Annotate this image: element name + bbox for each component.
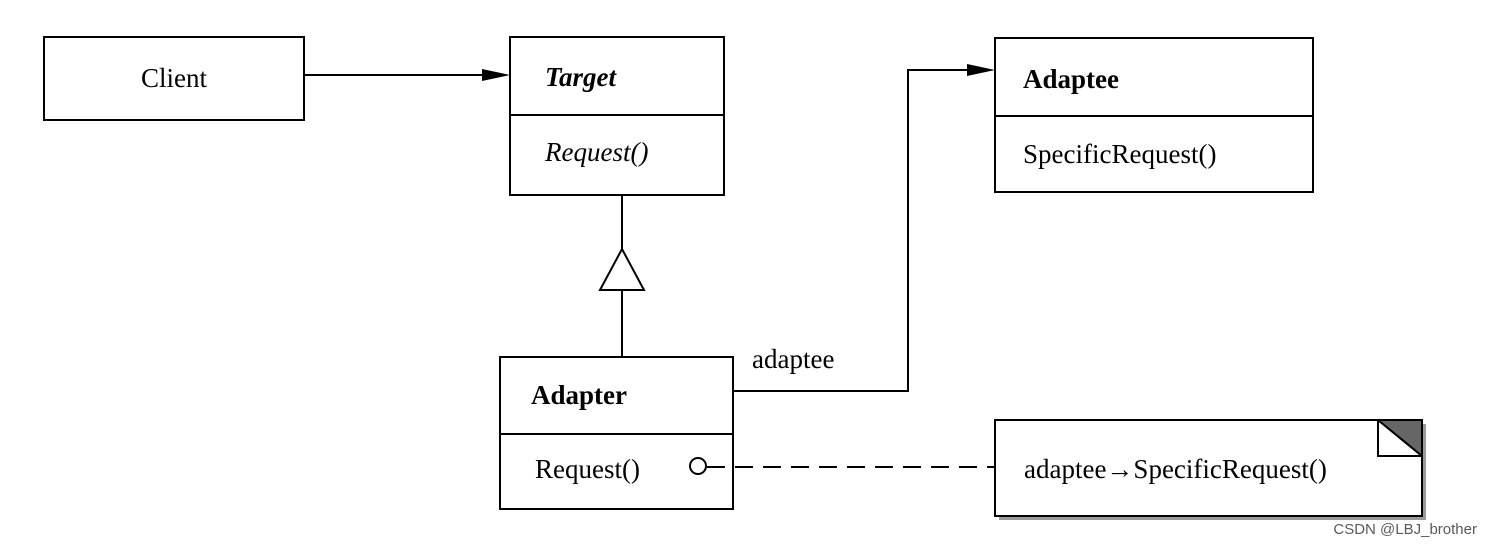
generalization-triangle <box>598 246 646 291</box>
note-text: adaptee→SpecificRequest() <box>1024 454 1327 484</box>
adaptee-class-operation: SpecificRequest() <box>1023 139 1216 169</box>
adapter-class-name: Adapter <box>531 380 627 410</box>
note-folded-corner <box>1375 419 1423 459</box>
adapter-class-operation: Request() <box>535 454 640 484</box>
client-target-arrowhead <box>482 69 510 81</box>
client-class: Client <box>43 36 305 121</box>
association-role-label: adaptee <box>752 344 834 374</box>
adaptee-class: Adaptee SpecificRequest() <box>994 37 1314 193</box>
watermark: CSDN @LBJ_brother <box>1333 521 1477 538</box>
target-class: Target Request() <box>509 36 725 196</box>
target-class-operation: Request() <box>544 137 648 167</box>
client-target-association <box>304 69 510 81</box>
adapter-adaptee-line <box>733 69 967 392</box>
adapter-class: Adapter Request() <box>499 356 734 510</box>
adapter-adaptee-arrowhead <box>967 64 995 76</box>
note-box <box>994 419 1423 517</box>
client-class-name: Client <box>141 63 207 93</box>
target-class-name: Target <box>545 62 618 92</box>
implementation-note: adaptee→SpecificRequest() <box>994 419 1426 520</box>
note-fold-edge <box>1377 420 1422 457</box>
adapter-target-generalization <box>598 195 646 357</box>
client-class-box <box>43 36 305 121</box>
adapter-adaptee-association: adaptee <box>733 64 995 392</box>
note-anchor-circle <box>689 457 707 475</box>
adaptee-class-name: Adaptee <box>1023 64 1119 94</box>
note-connector <box>689 457 995 475</box>
